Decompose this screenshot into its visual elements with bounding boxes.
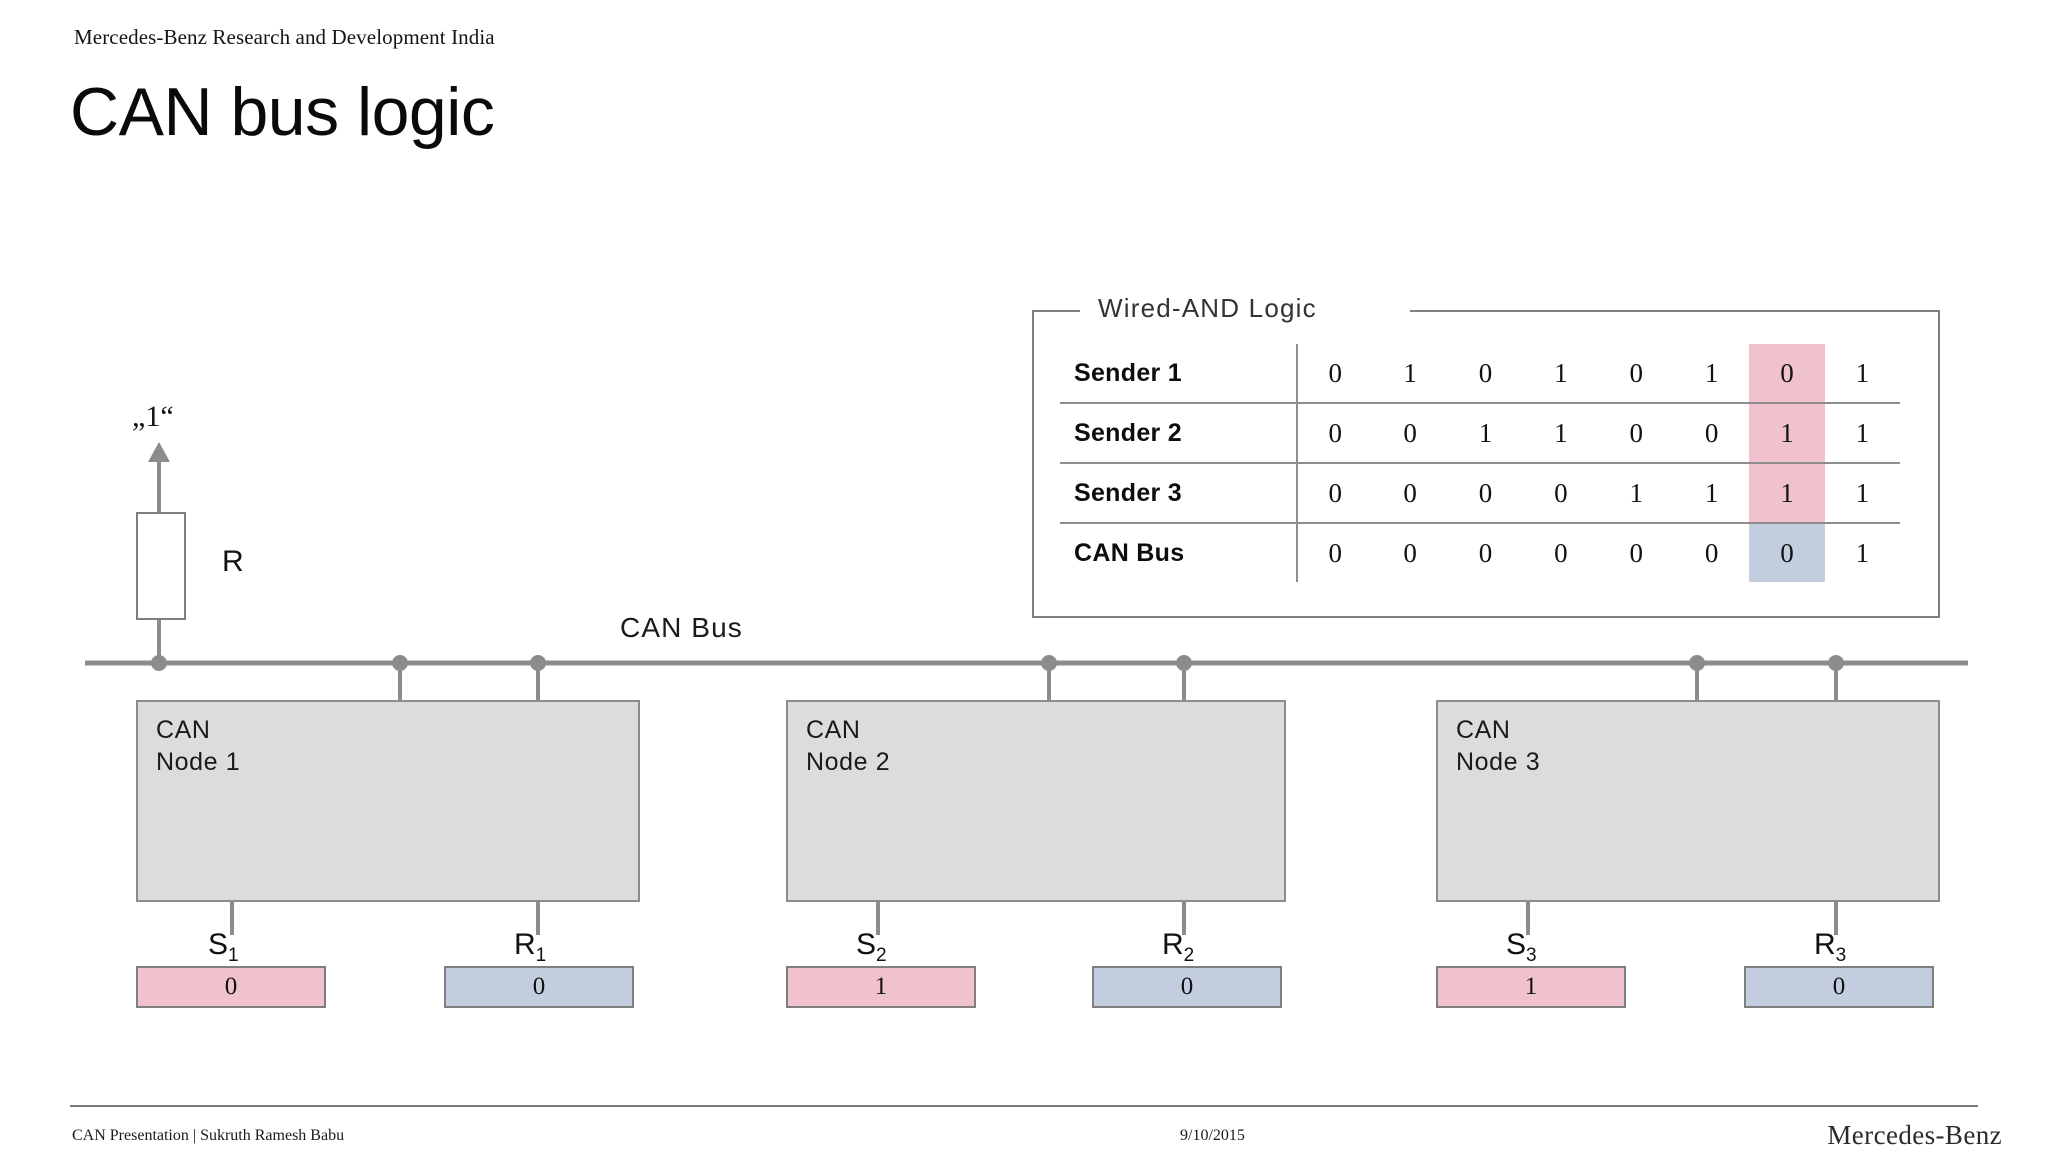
send-value-node-2: 1 xyxy=(786,966,976,1008)
cell: 0 xyxy=(1447,463,1524,524)
table-row: CAN Bus 0 0 0 0 0 0 0 1 xyxy=(1060,523,1900,582)
footer-date: 9/10/2015 xyxy=(1180,1127,1245,1144)
cell: 1 xyxy=(1824,344,1900,404)
pullup-resistor-symbol xyxy=(136,512,186,620)
mercedes-benz-wordmark: Mercedes-Benz xyxy=(1827,1120,2002,1150)
send-label-text: S xyxy=(856,928,877,961)
supply-level-label: „1“ xyxy=(132,400,174,433)
footer-divider xyxy=(70,1105,1978,1107)
row-label: CAN Bus xyxy=(1060,523,1298,582)
table-row: Sender 2 0 0 1 1 0 0 1 1 xyxy=(1060,403,1900,464)
cell-highlighted: 1 xyxy=(1749,403,1825,464)
cell: 1 xyxy=(1372,344,1448,404)
send-label-sub: 2 xyxy=(876,945,887,966)
recv-label-text: R xyxy=(514,928,536,961)
wired-and-legend: Wired-AND Logic xyxy=(1090,293,1325,324)
can-node-2-title: CAN Node 2 xyxy=(806,716,891,776)
send-label-sub: 3 xyxy=(1526,945,1537,966)
cell: 0 xyxy=(1447,344,1524,404)
send-label-node-1: S1 xyxy=(208,928,239,967)
recv-label-node-1: R1 xyxy=(514,928,546,967)
cell: 0 xyxy=(1598,344,1674,404)
row-label: Sender 3 xyxy=(1060,463,1298,524)
send-label-node-2: S2 xyxy=(856,928,887,967)
cell: 0 xyxy=(1403,537,1417,568)
recv-value-node-3: 0 xyxy=(1744,966,1934,1008)
can-bus-caption: CAN Bus xyxy=(620,612,743,643)
recv-label-text: R xyxy=(1814,928,1836,961)
can-node-1-title: CAN Node 1 xyxy=(156,716,241,776)
wired-and-logic-panel: Wired-AND Logic Sender 1 0 1 0 1 0 1 0 1… xyxy=(1032,293,1940,618)
can-node-2-box xyxy=(786,700,1286,902)
can-node-1-box xyxy=(136,700,640,902)
recv-label-text: R xyxy=(1162,928,1184,961)
cell: 0 xyxy=(1297,403,1373,464)
table-row: Sender 1 0 1 0 1 0 1 0 1 xyxy=(1060,344,1900,404)
cell: 1 xyxy=(1673,463,1750,524)
cell: 1 xyxy=(1673,344,1750,404)
cell: 1 xyxy=(1824,403,1900,464)
supply-arrowhead xyxy=(148,442,170,462)
cell: 1 xyxy=(1855,537,1870,568)
cell: 0 xyxy=(1598,403,1674,464)
cell: 1 xyxy=(1824,463,1900,524)
cell: 0 xyxy=(1554,537,1568,568)
cell: 0 xyxy=(1523,463,1599,524)
row-label: Sender 1 xyxy=(1060,344,1298,404)
cell: 0 xyxy=(1478,537,1493,568)
can-node-3-title: CAN Node 3 xyxy=(1456,716,1541,776)
recv-value-node-1: 0 xyxy=(444,966,634,1008)
recv-value-node-2: 0 xyxy=(1092,966,1282,1008)
cell: 0 xyxy=(1297,463,1373,524)
recv-label-sub: 2 xyxy=(1183,945,1195,966)
cell: 0 xyxy=(1297,344,1373,404)
recv-label-sub: 1 xyxy=(535,945,547,966)
send-value-node-1: 0 xyxy=(136,966,326,1008)
row-label: Sender 2 xyxy=(1060,403,1298,464)
recv-label-node-2: R2 xyxy=(1162,928,1194,967)
cell: 1 xyxy=(1447,403,1524,464)
cell-highlighted: 1 xyxy=(1749,463,1825,524)
send-value-node-3: 1 xyxy=(1436,966,1626,1008)
company-eyebrow: Mercedes-Benz Research and Development I… xyxy=(74,25,495,49)
send-label-text: S xyxy=(208,928,229,961)
cell: 1 xyxy=(1523,403,1599,464)
cell: 1 xyxy=(1523,344,1599,404)
wired-and-table-body: Sender 1 0 1 0 1 0 1 0 1 Sender 2 0 0 1 … xyxy=(1060,344,1900,582)
send-label-node-3: S3 xyxy=(1506,928,1537,967)
cell-highlighted: 0 xyxy=(1749,344,1825,404)
can-node-3-box xyxy=(1436,700,1940,902)
wired-and-border xyxy=(1032,310,1940,618)
cell: 0 xyxy=(1673,403,1750,464)
recv-label-sub: 3 xyxy=(1835,945,1847,966)
send-label-sub: 1 xyxy=(228,945,239,966)
cell-highlighted: 0 xyxy=(1749,523,1825,582)
resistor-label: R xyxy=(222,545,244,578)
cell: 0 xyxy=(1372,463,1448,524)
cell: 0 xyxy=(1704,537,1719,568)
bus-junction-dot xyxy=(151,655,167,671)
table-row: Sender 3 0 0 0 0 1 1 1 1 xyxy=(1060,463,1900,524)
cell: 0 xyxy=(1629,537,1643,568)
cell: 1 xyxy=(1598,463,1674,524)
page-title: CAN bus logic xyxy=(70,74,495,150)
cell: 0 xyxy=(1328,537,1342,568)
cell: 0 xyxy=(1372,403,1448,464)
wired-and-table: Sender 1 0 1 0 1 0 1 0 1 Sender 2 0 0 1 … xyxy=(1060,344,1900,582)
footer-presentation-label: CAN Presentation | Sukruth Ramesh Babu xyxy=(72,1127,345,1144)
send-label-text: S xyxy=(1506,928,1527,961)
recv-label-node-3: R3 xyxy=(1814,928,1846,967)
